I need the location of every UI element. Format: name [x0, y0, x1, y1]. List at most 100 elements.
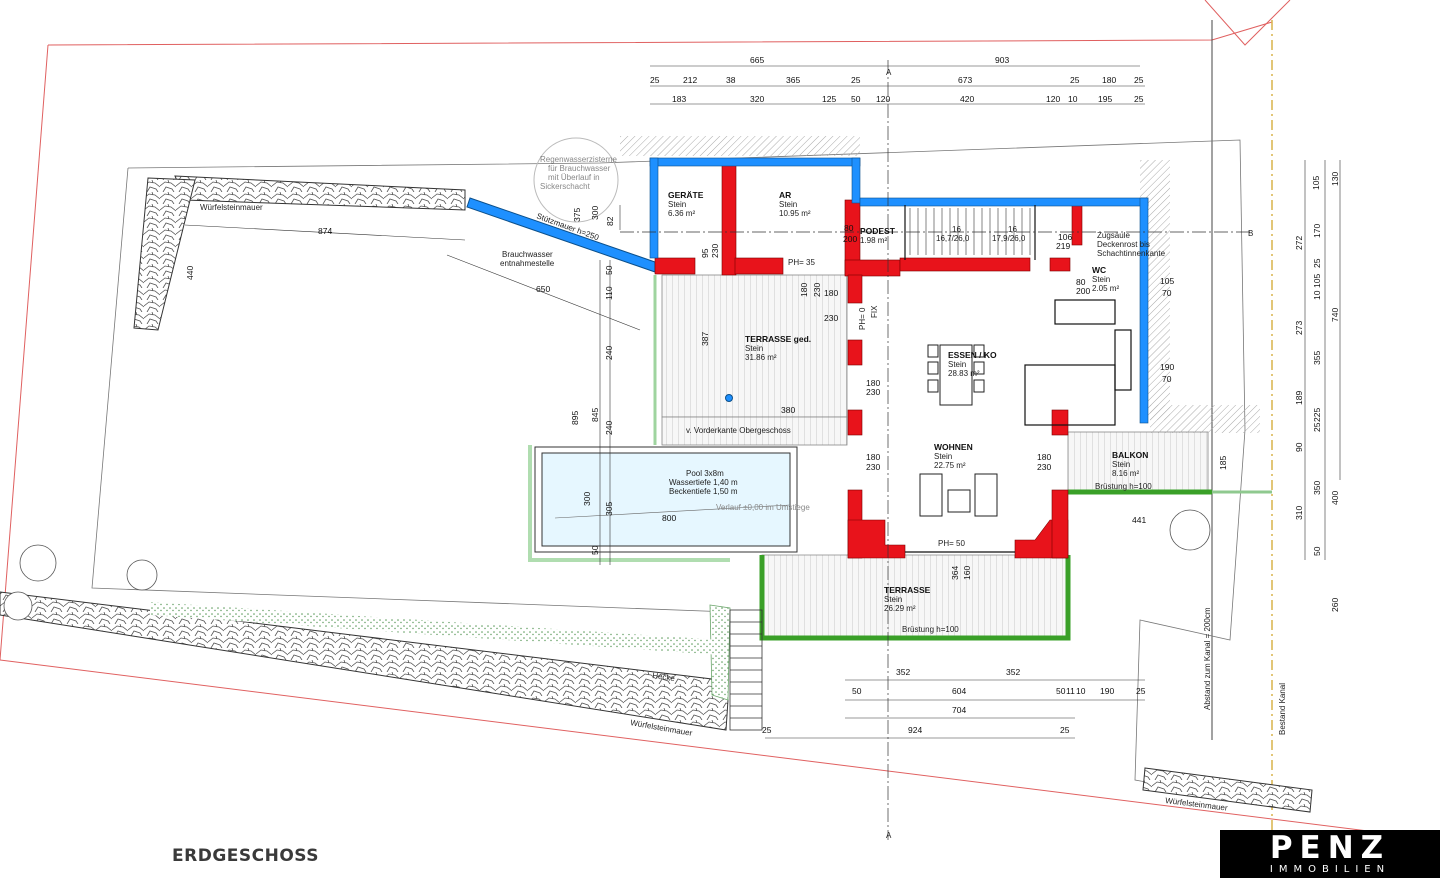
svg-text:230: 230: [710, 244, 720, 258]
svg-text:80: 80: [1076, 277, 1086, 287]
svg-text:26.29 m²: 26.29 m²: [884, 604, 916, 613]
svg-text:16: 16: [952, 225, 961, 234]
svg-text:Pool 3x8m: Pool 3x8m: [686, 469, 724, 478]
abstand-kanal-label: Abstand zum Kanal = 200cm: [1203, 607, 1212, 710]
room-ar: AR Stein 10.95 m²: [779, 190, 811, 218]
svg-text:Schachtinnenkante: Schachtinnenkante: [1097, 249, 1166, 258]
svg-text:90: 90: [1294, 442, 1304, 452]
svg-text:352: 352: [1006, 667, 1020, 677]
svg-text:mit Überlauf in: mit Überlauf in: [548, 173, 600, 182]
svg-text:665: 665: [750, 55, 764, 65]
svg-text:50: 50: [590, 545, 600, 555]
svg-text:740: 740: [1330, 308, 1340, 322]
balcony: [1067, 431, 1209, 493]
svg-text:50: 50: [604, 265, 614, 275]
dims-top-row1: 665 903: [750, 55, 1009, 65]
svg-text:365: 365: [786, 75, 800, 85]
svg-text:260: 260: [1330, 598, 1340, 612]
vorderkante-label: v. Vorderkante Obergeschoss: [686, 426, 791, 435]
svg-text:38: 38: [726, 75, 736, 85]
brand-logo: PENZ IMMOBILIEN: [1220, 830, 1440, 878]
svg-text:195: 195: [1098, 94, 1112, 104]
svg-text:10: 10: [1068, 94, 1078, 104]
svg-text:TERRASSE ged.: TERRASSE ged.: [745, 334, 811, 344]
svg-text:364: 364: [950, 566, 960, 580]
svg-text:180: 180: [1102, 75, 1116, 85]
room-wc: WC Stein 2.05 m²: [1092, 265, 1119, 293]
brand-name: PENZ: [1269, 830, 1391, 866]
floor-title: ERDGESCHOSS: [172, 846, 320, 866]
section-a-bottom: A: [886, 831, 892, 840]
covered-terrace-ext: [661, 416, 848, 446]
svg-text:25: 25: [1136, 686, 1146, 696]
svg-text:180: 180: [799, 283, 809, 297]
svg-text:352: 352: [896, 667, 910, 677]
brauchwasser-label: Brauchwasser: [502, 250, 553, 259]
regenwasser-note: Regenwasserzisterne für Brauchwasser mit…: [540, 155, 617, 191]
svg-text:200: 200: [1076, 286, 1090, 296]
svg-text:125: 125: [822, 94, 836, 104]
svg-text:25: 25: [650, 75, 660, 85]
svg-text:95: 95: [700, 248, 710, 258]
ph0-label: PH= 0: [858, 307, 867, 330]
svg-text:Brüstung h=100: Brüstung h=100: [1095, 482, 1152, 491]
trees: [3, 509, 1211, 621]
svg-text:Deckenrost bis: Deckenrost bis: [1097, 240, 1150, 249]
svg-text:Stein: Stein: [1092, 275, 1110, 284]
svg-text:6.36 m²: 6.36 m²: [668, 209, 695, 218]
svg-text:895: 895: [570, 411, 580, 425]
svg-text:375: 375: [572, 208, 582, 222]
section-a-top: A: [886, 68, 892, 77]
svg-text:31.86 m²: 31.86 m²: [745, 353, 777, 362]
svg-text:170: 170: [1312, 224, 1322, 238]
svg-text:Stein: Stein: [884, 595, 902, 604]
svg-text:BALKON: BALKON: [1112, 450, 1148, 460]
svg-text:110: 110: [604, 286, 614, 300]
svg-text:230: 230: [1037, 462, 1051, 472]
svg-text:604: 604: [952, 686, 966, 696]
svg-text:106: 106: [1058, 232, 1072, 242]
svg-text:Brüstung h=100: Brüstung h=100: [902, 625, 959, 634]
room-terrasse-ged: TERRASSE ged. Stein 31.86 m²: [745, 334, 811, 362]
svg-text:200: 200: [843, 234, 857, 244]
svg-text:50: 50: [851, 94, 861, 104]
svg-text:Wassertiefe 1,40 m: Wassertiefe 1,40 m: [669, 478, 738, 487]
covered-terrace: [661, 274, 848, 418]
stairs-exterior: [729, 609, 763, 731]
svg-text:10: 10: [1312, 290, 1322, 300]
svg-text:650: 650: [536, 284, 550, 294]
water-point: [725, 394, 733, 402]
svg-text:240: 240: [604, 346, 614, 360]
dims-left: 895 845 240 240 110 50 300 305 50 375 30…: [570, 206, 615, 555]
svg-text:50: 50: [852, 686, 862, 696]
plot-outline-left: [91, 167, 731, 613]
svg-text:190: 190: [1160, 362, 1174, 372]
bestand-kanal-label: Bestand Kanal: [1278, 683, 1287, 735]
svg-text:25: 25: [1134, 94, 1144, 104]
svg-text:für Brauchwasser: für Brauchwasser: [548, 164, 611, 173]
svg-text:704: 704: [952, 705, 966, 715]
svg-text:17,9/26,0: 17,9/26,0: [992, 234, 1026, 243]
svg-text:Beckentiefe 1,50 m: Beckentiefe 1,50 m: [669, 487, 738, 496]
dims-top-row3: 183 320 125 50 120 420 120 10 195 25: [672, 94, 1144, 104]
svg-text:Sickerschacht: Sickerschacht: [540, 182, 591, 191]
svg-text:TERRASSE: TERRASSE: [884, 585, 931, 595]
pool: [534, 446, 798, 553]
svg-text:GERÄTE: GERÄTE: [668, 190, 704, 200]
svg-text:70: 70: [1162, 374, 1172, 384]
svg-text:Stein: Stein: [1112, 460, 1130, 469]
svg-text:183: 183: [672, 94, 686, 104]
pool-label: Pool 3x8m Wassertiefe 1,40 m Beckentiefe…: [669, 469, 738, 496]
svg-text:673: 673: [958, 75, 972, 85]
svg-text:WC: WC: [1092, 265, 1106, 275]
fix-label: FIX: [870, 305, 879, 318]
svg-text:440: 440: [185, 266, 195, 280]
svg-text:28.83 m²: 28.83 m²: [948, 369, 980, 378]
svg-text:PODEST: PODEST: [860, 226, 896, 236]
stair-labels: 16 16,7/26,0 16 17,9/26,0: [936, 225, 1026, 243]
svg-text:16,7/26,0: 16,7/26,0: [936, 234, 970, 243]
wall-label-top: Würfelsteinmauer: [200, 203, 263, 212]
svg-text:105: 105: [1311, 176, 1321, 190]
green-railings: [528, 275, 1272, 641]
hatch-balkon: [1150, 405, 1260, 433]
